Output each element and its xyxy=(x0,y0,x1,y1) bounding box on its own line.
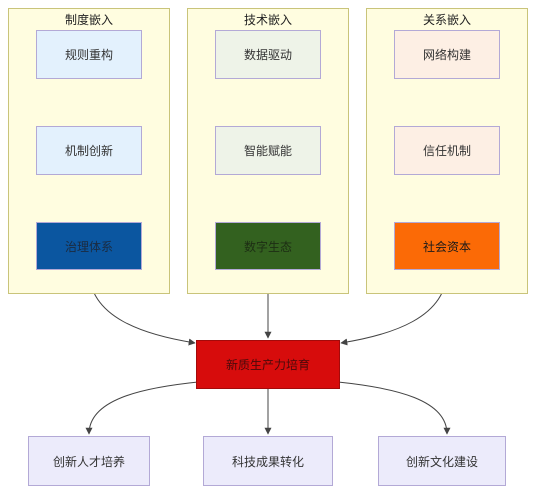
panel-title: 技术嵌入 xyxy=(243,13,292,27)
node-p3-3: 社会资本 xyxy=(394,222,500,270)
node-p2-2: 智能赋能 xyxy=(215,126,321,175)
arrow-center-out1 xyxy=(85,381,199,435)
node-p2-3: 数字生态 xyxy=(215,222,321,270)
node-p1-1: 规则重构 xyxy=(36,30,142,79)
node-p1-3: 治理体系 xyxy=(36,222,142,270)
arrow-center-out3 xyxy=(337,381,451,435)
node-p3-2: 信任机制 xyxy=(394,126,500,175)
output-node-1: 创新人才培养 xyxy=(28,436,150,486)
node-p1-2: 机制创新 xyxy=(36,126,142,175)
panel-title: 关系嵌入 xyxy=(422,13,471,27)
output-node-2: 科技成果转化 xyxy=(203,436,333,486)
output-node-3: 创新文化建设 xyxy=(378,436,506,486)
panel-title: 制度嵌入 xyxy=(64,13,113,27)
node-p2-1: 数据驱动 xyxy=(215,30,321,79)
center-node: 新质生产力培育 xyxy=(196,340,340,389)
node-p3-1: 网络构建 xyxy=(394,30,500,79)
